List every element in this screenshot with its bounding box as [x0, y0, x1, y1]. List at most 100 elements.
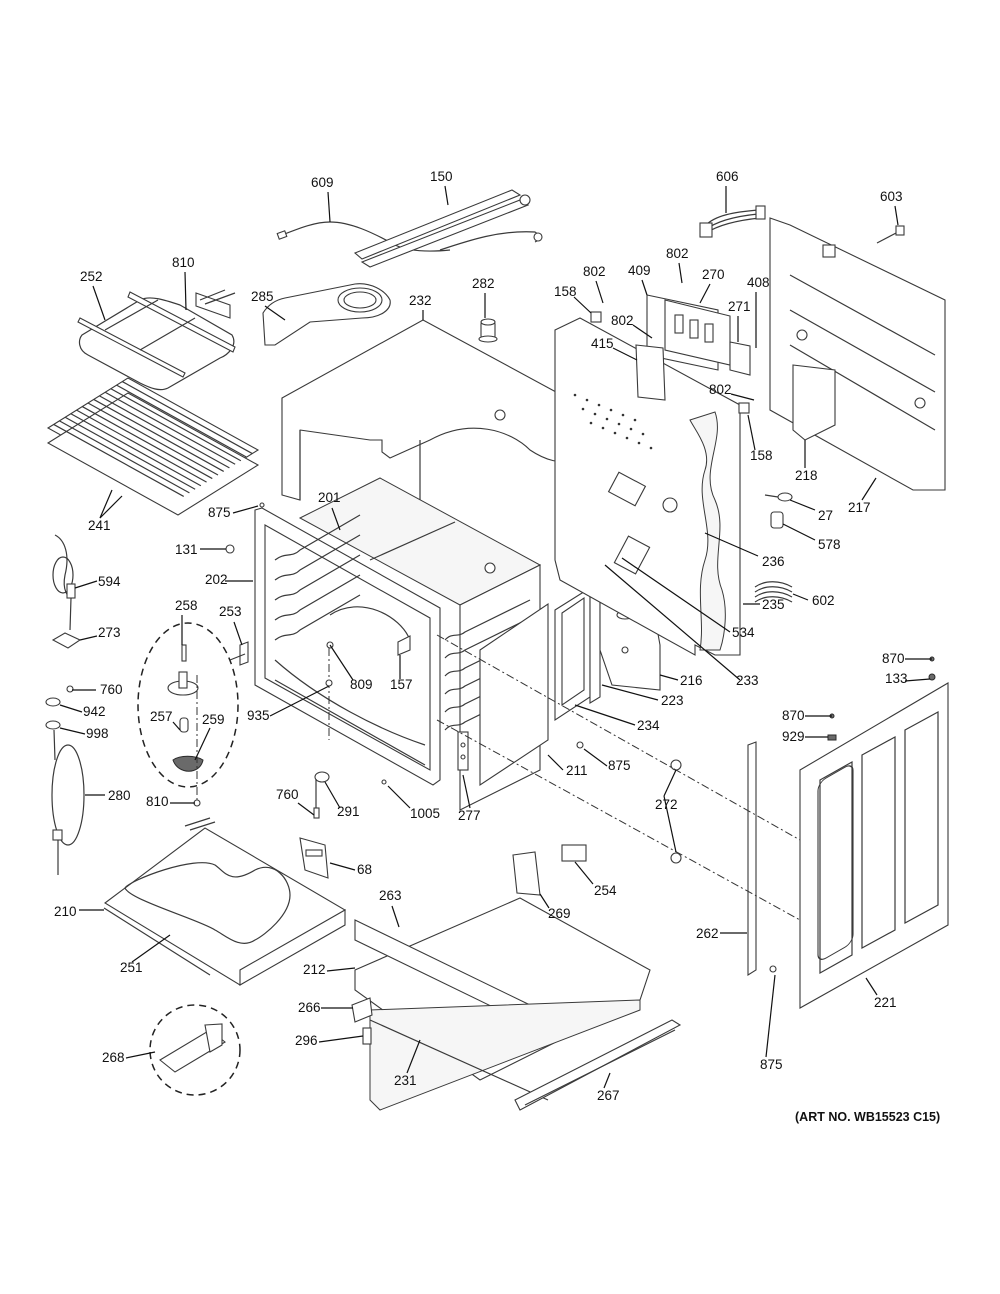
callout-label-216[interactable]: 216: [680, 673, 703, 688]
part-760-screw-lower[interactable]: [313, 779, 320, 819]
callout-label-929[interactable]: 929: [782, 729, 805, 744]
callout-label-253[interactable]: 253: [219, 604, 242, 619]
part-296-screw[interactable]: [362, 1027, 372, 1045]
callout-label-235[interactable]: 235: [762, 597, 785, 612]
callout-label-158a[interactable]: 158: [554, 284, 577, 299]
part-594-sensor[interactable]: [52, 534, 76, 631]
part-291-bracket[interactable]: [314, 771, 330, 783]
part-282-cap[interactable]: [478, 318, 498, 343]
callout-label-234[interactable]: 234: [637, 718, 660, 733]
callout-label-241[interactable]: 241: [88, 518, 111, 533]
part-273-bracket[interactable]: [51, 632, 82, 649]
part-210-bake-bracket[interactable]: [103, 907, 211, 976]
callout-label-267[interactable]: 267: [597, 1088, 620, 1103]
callout-label-258[interactable]: 258: [175, 598, 198, 613]
part-218-cover-plate[interactable]: [792, 364, 836, 441]
callout-label-760b[interactable]: 760: [276, 787, 299, 802]
callout-label-217[interactable]: 217: [848, 500, 871, 515]
callout-label-870b[interactable]: 870: [782, 708, 805, 723]
part-603-screw[interactable]: [876, 225, 905, 244]
part-133-nut[interactable]: [928, 673, 936, 681]
part-1005-screw[interactable]: [381, 779, 387, 785]
callout-label-236[interactable]: 236: [762, 554, 785, 569]
callout-label-415[interactable]: 415: [591, 336, 614, 351]
callout-label-271[interactable]: 271: [728, 299, 751, 314]
part-277-hinge[interactable]: [457, 731, 469, 771]
part-280-probe[interactable]: [51, 729, 85, 875]
callout-label-158b[interactable]: 158: [750, 448, 773, 463]
callout-label-296[interactable]: 296: [295, 1033, 318, 1048]
part-235-insulation[interactable]: [689, 411, 726, 651]
part-150-wire-guide[interactable]: [353, 189, 543, 268]
callout-label-291[interactable]: 291: [337, 804, 360, 819]
callout-label-606[interactable]: 606: [716, 169, 739, 184]
part-217-back-cover[interactable]: [769, 217, 946, 491]
callout-label-131[interactable]: 131: [175, 542, 198, 557]
part-578-capacitor[interactable]: [770, 511, 784, 529]
callout-label-609[interactable]: 609: [311, 175, 334, 190]
part-221-side-panel[interactable]: [799, 682, 949, 1009]
callout-label-282[interactable]: 282: [472, 276, 495, 291]
callout-label-285[interactable]: 285: [251, 289, 274, 304]
part-606-harness[interactable]: [699, 205, 766, 238]
callout-label-273[interactable]: 273: [98, 625, 121, 640]
part-236-rear-panel[interactable]: [554, 317, 741, 656]
part-929-clip[interactable]: [827, 734, 837, 741]
callout-label-212[interactable]: 212: [303, 962, 326, 977]
part-252-broil-element[interactable]: [77, 289, 236, 391]
part-234-panel[interactable]: [554, 587, 591, 722]
part-271-board[interactable]: [729, 341, 751, 376]
part-251-bake-element[interactable]: [104, 817, 347, 986]
part-609-wire-harness[interactable]: [276, 221, 451, 252]
callout-label-272[interactable]: 272: [655, 797, 678, 812]
callout-label-277[interactable]: 277: [458, 808, 481, 823]
callout-label-266[interactable]: 266: [298, 1000, 321, 1015]
part-258-light-assembly[interactable]: [137, 622, 239, 807]
part-760-screw[interactable]: [66, 685, 74, 693]
callout-label-263[interactable]: 263: [379, 888, 402, 903]
part-158-switch[interactable]: [590, 311, 750, 414]
callout-label-578[interactable]: 578: [818, 537, 841, 552]
part-602-harness[interactable]: [754, 581, 793, 603]
part-942-washer[interactable]: [45, 697, 61, 707]
callout-label-280[interactable]: 280: [108, 788, 131, 803]
callout-label-594[interactable]: 594: [98, 574, 121, 589]
part-231-door-glass[interactable]: [369, 999, 641, 1111]
part-267-door-rail[interactable]: [514, 1019, 682, 1111]
callout-label-211[interactable]: 211: [566, 763, 588, 778]
part-266-hinge-bracket[interactable]: [351, 997, 373, 1023]
callout-label-201[interactable]: 201: [318, 490, 341, 505]
callout-label-157[interactable]: 157: [390, 677, 413, 692]
callout-label-221[interactable]: 221: [874, 995, 897, 1010]
callout-label-602[interactable]: 602: [812, 593, 835, 608]
part-998-washer[interactable]: [45, 720, 61, 730]
callout-label-935[interactable]: 935: [247, 708, 270, 723]
callout-label-133[interactable]: 133: [885, 671, 908, 686]
callout-label-259[interactable]: 259: [202, 712, 225, 727]
callout-label-802d[interactable]: 802: [709, 382, 732, 397]
part-254-terminal[interactable]: [561, 844, 587, 862]
callout-label-870a[interactable]: 870: [882, 651, 905, 666]
callout-label-68[interactable]: 68: [357, 862, 372, 877]
callout-label-268[interactable]: 268: [102, 1050, 125, 1065]
part-285-duct[interactable]: [262, 283, 391, 346]
callout-label-760a[interactable]: 760: [100, 682, 123, 697]
callout-label-942[interactable]: 942: [83, 704, 106, 719]
callout-label-270[interactable]: 270: [702, 267, 725, 282]
callout-label-150[interactable]: 150: [430, 169, 453, 184]
part-253-bracket[interactable]: [229, 641, 249, 666]
part-269-bracket[interactable]: [512, 851, 541, 896]
callout-label-409[interactable]: 409: [628, 263, 651, 278]
callout-label-875b[interactable]: 875: [608, 758, 631, 773]
callout-label-218[interactable]: 218: [795, 468, 818, 483]
callout-label-251[interactable]: 251: [120, 960, 143, 975]
part-935-grommet[interactable]: [325, 679, 333, 687]
part-211-insulation[interactable]: [479, 602, 549, 787]
part-875-screw[interactable]: [259, 502, 777, 973]
part-side-rack-ribs[interactable]: [444, 599, 531, 731]
callout-label-534[interactable]: 534: [732, 625, 755, 640]
callout-label-802a[interactable]: 802: [583, 264, 606, 279]
callout-label-252[interactable]: 252: [80, 269, 103, 284]
part-131-nut[interactable]: [225, 544, 235, 554]
callout-label-210[interactable]: 210: [54, 904, 77, 919]
